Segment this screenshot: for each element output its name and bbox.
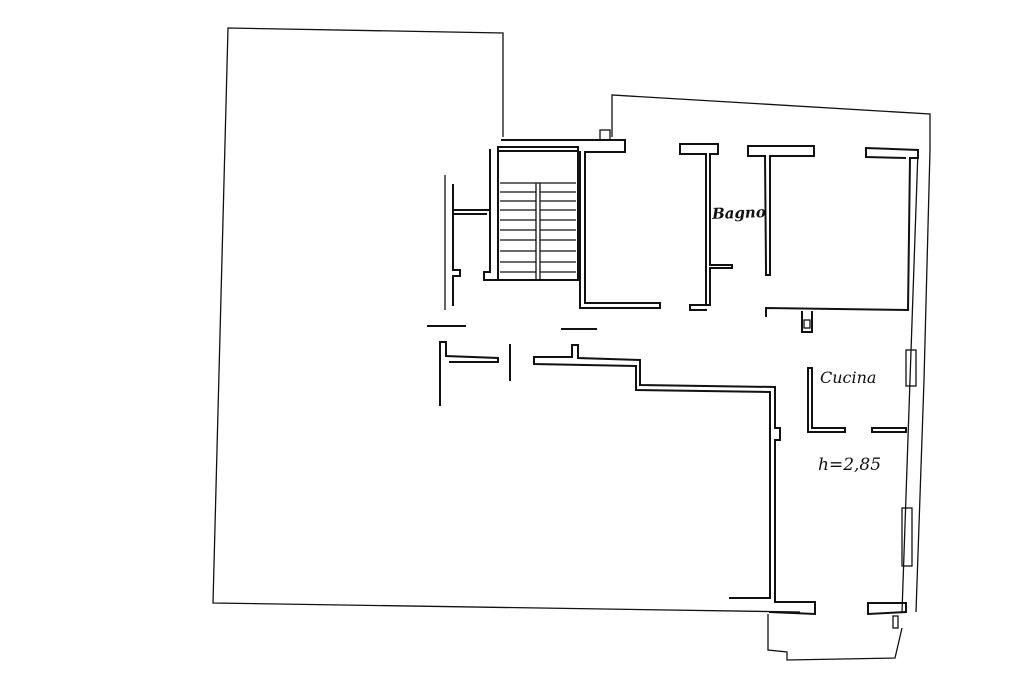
ceiling-height-annotation: h=2,85 <box>818 455 882 475</box>
interior-walls-bottom <box>767 597 907 661</box>
interior-walls-top <box>501 129 919 317</box>
stair-core <box>444 146 579 310</box>
left-unit-outline <box>212 27 801 613</box>
room-label-bathroom: Bagno <box>711 203 767 223</box>
interior-walls-mid <box>427 325 781 599</box>
kitchen-walls <box>801 311 917 567</box>
apartment-outer-wall <box>611 94 931 613</box>
room-label-kitchen: Cucina <box>820 368 877 387</box>
